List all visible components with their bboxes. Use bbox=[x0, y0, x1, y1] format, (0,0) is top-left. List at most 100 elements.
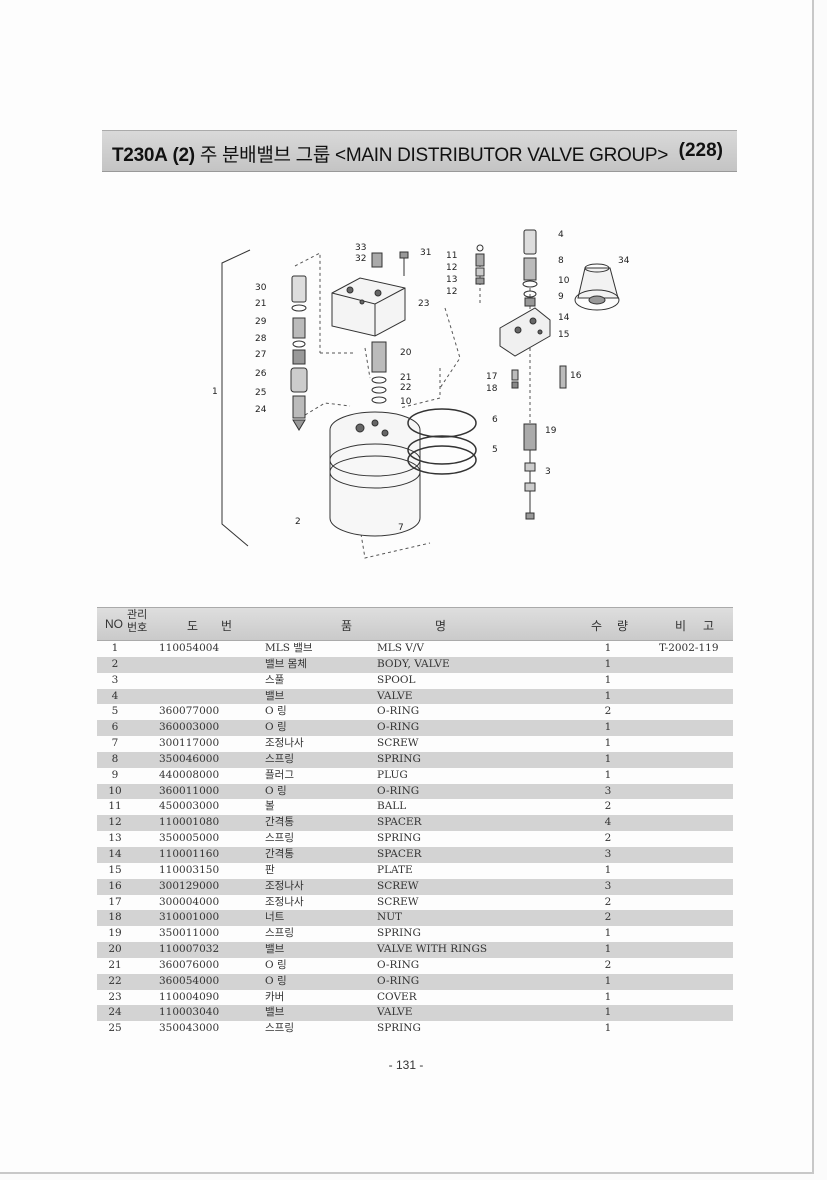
cell-no: 24 bbox=[108, 1006, 122, 1019]
header-qty-1: 수 bbox=[591, 619, 603, 633]
callout-label: 1 bbox=[212, 387, 218, 397]
page-title: T230A (2) 주 분배밸브 그룹 <MAIN DISTRIBUTOR VA… bbox=[112, 140, 668, 167]
cell-korean-name: 판 bbox=[265, 863, 275, 876]
cell-quantity: 1 bbox=[604, 927, 612, 940]
cell-english-name: MLS V/V bbox=[377, 642, 424, 654]
model-code: T230A bbox=[112, 145, 168, 166]
cell-quantity: 2 bbox=[604, 800, 612, 813]
callout-label: 26 bbox=[255, 369, 267, 379]
cell-quantity: 1 bbox=[604, 974, 612, 987]
cell-quantity: 1 bbox=[604, 768, 612, 781]
callout-label: 23 bbox=[418, 299, 429, 309]
cell-korean-name: 스프링 bbox=[265, 832, 294, 845]
callout-label: 10 bbox=[558, 276, 570, 286]
header-qty-2: 량 bbox=[617, 619, 629, 633]
cell-no: 1 bbox=[111, 642, 119, 654]
callout-label: 8 bbox=[558, 256, 564, 266]
cell-korean-name: 볼 bbox=[265, 800, 275, 813]
cell-part-number: 110003040 bbox=[159, 1006, 220, 1019]
cell-no: 20 bbox=[108, 943, 122, 956]
cell-korean-name: 조정나사 bbox=[265, 737, 304, 750]
cell-quantity: 2 bbox=[604, 705, 612, 718]
cell-korean-name: 밸브 bbox=[265, 689, 285, 702]
cell-english-name: SCREW bbox=[377, 895, 419, 908]
callout-label: 12 bbox=[446, 263, 457, 273]
cell-quantity: 1 bbox=[604, 673, 612, 686]
callout-label: 19 bbox=[545, 426, 557, 436]
cell-quantity: 3 bbox=[604, 879, 612, 892]
cell-part-number: 360054000 bbox=[159, 974, 220, 987]
cell-no: 8 bbox=[111, 752, 119, 765]
cell-korean-name: 간격통 bbox=[265, 847, 294, 860]
cell-korean-name: O 링 bbox=[265, 974, 287, 987]
cell-korean-name: 플러그 bbox=[265, 768, 294, 781]
cell-part-number: 350043000 bbox=[159, 1022, 220, 1035]
cell-korean-name: 카버 bbox=[265, 990, 285, 1003]
header-name-1: 품 bbox=[341, 619, 353, 633]
cell-english-name: NUT bbox=[377, 911, 403, 924]
callout-label: 15 bbox=[558, 330, 569, 340]
cell-no: 19 bbox=[108, 927, 122, 940]
cell-korean-name: 조정나사 bbox=[265, 879, 304, 892]
cell-korean-name: 간격통 bbox=[265, 816, 294, 829]
cell-quantity: 2 bbox=[604, 895, 612, 908]
cell-part-number: 360077000 bbox=[159, 705, 220, 718]
callout-label: 20 bbox=[400, 348, 412, 358]
cell-part-number: 360003000 bbox=[159, 721, 220, 734]
header-remark-2: 고 bbox=[703, 619, 715, 633]
cell-part-number: 350005000 bbox=[159, 832, 220, 845]
cell-korean-name: 밸브 bbox=[265, 943, 285, 956]
callout-label: 29 bbox=[255, 317, 267, 327]
page-number: - 131 - bbox=[388, 1058, 424, 1072]
cell-no: 2 bbox=[111, 657, 119, 670]
cell-english-name: PLATE bbox=[377, 863, 413, 876]
cell-no: 6 bbox=[111, 721, 119, 734]
cell-part-number: 360076000 bbox=[159, 958, 220, 971]
page-reference: (228) bbox=[678, 140, 723, 161]
cell-no: 12 bbox=[108, 816, 122, 829]
callout-label: 12 bbox=[446, 287, 457, 297]
cell-english-name: BALL bbox=[377, 800, 407, 813]
callout-label: 21 bbox=[255, 299, 266, 309]
cell-korean-name: 조정나사 bbox=[265, 895, 304, 908]
callout-label: 13 bbox=[446, 275, 457, 285]
valve-exploded-view: 33 32 31 11 12 13 12 4 8 10 9 14 15 34 3… bbox=[212, 229, 630, 559]
cell-no: 18 bbox=[108, 911, 122, 924]
cell-no: 7 bbox=[111, 737, 119, 750]
cell-no: 15 bbox=[108, 863, 122, 876]
callout-label: 9 bbox=[558, 292, 564, 302]
cell-quantity: 1 bbox=[604, 737, 612, 750]
cell-english-name: VALVE bbox=[377, 689, 413, 702]
cell-english-name: O-RING bbox=[377, 784, 420, 797]
cell-english-name: O-RING bbox=[377, 721, 420, 734]
cell-part-number: 110007032 bbox=[159, 943, 220, 956]
callout-label: 32 bbox=[355, 254, 366, 264]
cell-no: 11 bbox=[108, 800, 122, 813]
cell-quantity: 1 bbox=[604, 990, 612, 1003]
cell-part-number: 310001000 bbox=[159, 911, 220, 924]
cell-korean-name: O 링 bbox=[265, 721, 287, 734]
callout-label: 7 bbox=[398, 523, 404, 533]
callout-label: 21 bbox=[400, 373, 411, 383]
cell-korean-name: MLS 밸브 bbox=[265, 642, 313, 654]
callout-label: 25 bbox=[255, 388, 266, 398]
callout-label: 3 bbox=[545, 467, 551, 477]
callout-label: 34 bbox=[618, 256, 630, 266]
callout-label: 24 bbox=[255, 405, 267, 415]
cell-korean-name: 밸브 몸체 bbox=[265, 657, 307, 670]
cell-quantity: 2 bbox=[604, 911, 612, 924]
